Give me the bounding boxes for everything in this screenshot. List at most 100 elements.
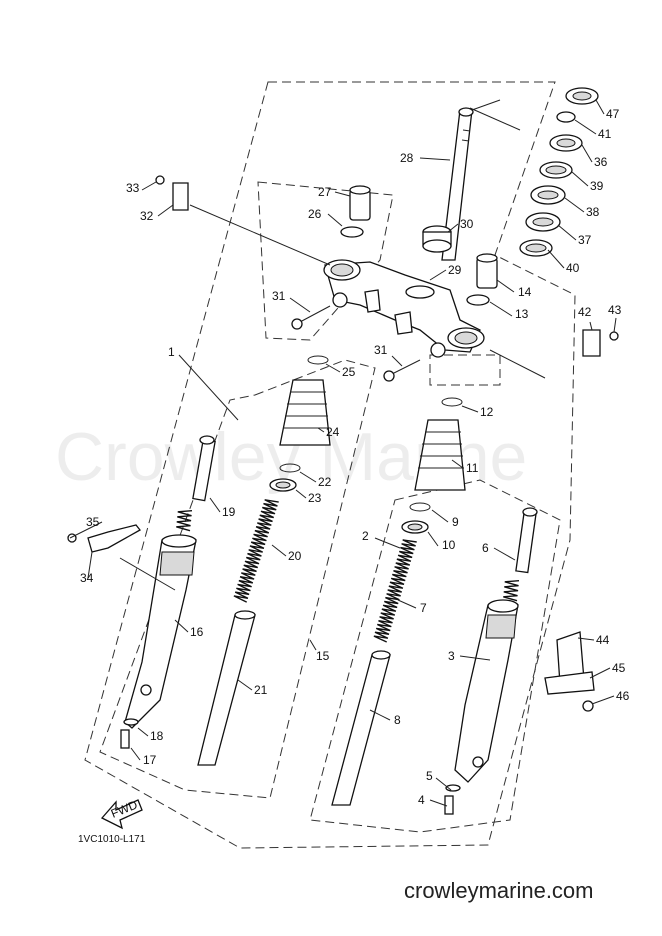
leader-line (595, 99, 605, 115)
pinch-bolts (291, 305, 421, 382)
callout: 1 (168, 345, 175, 359)
damper-rods (192, 435, 538, 574)
callout: 2 (362, 529, 369, 543)
bottom-bolts (120, 718, 461, 815)
callout: 26 (308, 207, 322, 221)
callout: 6 (482, 541, 489, 555)
callout: 10 (442, 538, 456, 552)
fwd-arrow-icon: FWD (100, 797, 143, 830)
callout: 16 (190, 625, 204, 639)
outline-upper-bracket (257, 181, 394, 341)
callout: 33 (126, 181, 140, 195)
callout: 17 (143, 753, 157, 767)
leader-line (571, 171, 589, 187)
leader-line (327, 213, 343, 227)
leader-line (334, 191, 351, 197)
leader-line (130, 747, 141, 761)
leader-line (189, 204, 331, 266)
site-url: crowleymarine.com (404, 878, 594, 903)
outline-left-fork (99, 359, 376, 799)
callout: 40 (566, 261, 580, 275)
leader-line (325, 363, 341, 373)
fork-caps (340, 185, 498, 306)
small-springs (176, 510, 520, 602)
leader-line (209, 497, 221, 513)
leader-line (471, 99, 501, 111)
callout: 13 (515, 307, 529, 321)
leader-line (591, 695, 615, 705)
callout: 31 (272, 289, 286, 303)
callout: 39 (590, 179, 604, 193)
inner-tubes (197, 610, 391, 806)
callout: 30 (460, 217, 474, 231)
leader-line (557, 224, 577, 241)
stem-collar (422, 225, 452, 253)
callout: 11 (466, 461, 479, 475)
leader-line (178, 354, 239, 421)
callout: 32 (140, 209, 154, 223)
leader-line (429, 269, 447, 281)
leader-line (299, 471, 317, 483)
leader-line (451, 459, 464, 469)
leader-line (489, 349, 546, 379)
callout: 4 (418, 793, 425, 807)
callout: 15 (316, 649, 330, 663)
leader-line (237, 679, 253, 691)
diagram-code: 1VC1010-L171 (78, 834, 146, 845)
leader-line (295, 489, 307, 499)
leader-line (397, 599, 417, 609)
leader-line (271, 544, 287, 557)
callout: 47 (606, 107, 620, 121)
leader-line (435, 777, 452, 791)
leader-line (447, 223, 459, 233)
leader-line (391, 355, 403, 367)
leader-line (577, 637, 595, 641)
callout: 3 (448, 649, 455, 663)
callout: 31 (374, 343, 388, 357)
callout: 14 (518, 285, 532, 299)
callout: 35 (86, 515, 100, 529)
leader-line (589, 667, 611, 679)
steering-stem (441, 107, 474, 261)
outline-right-bracket (429, 354, 501, 386)
callout: 23 (308, 491, 322, 505)
leader-line (374, 537, 401, 549)
leader-line (137, 727, 149, 737)
leader-lines (69, 99, 617, 807)
leader-line (429, 799, 448, 807)
leader-line (69, 521, 103, 539)
leader-line (289, 297, 311, 313)
leader-line (87, 551, 93, 579)
leader-line (174, 619, 189, 633)
callout: 20 (288, 549, 302, 563)
callout: 22 (318, 475, 332, 489)
leader-line (317, 427, 325, 433)
leader-line (613, 317, 617, 333)
callout: 19 (222, 505, 236, 519)
leader-line (309, 639, 317, 651)
oil-seals (269, 478, 429, 534)
leader-line (493, 547, 516, 561)
callout: 8 (394, 713, 401, 727)
outline-right-fork (309, 479, 561, 833)
dust-boots (279, 379, 466, 491)
callout: 46 (616, 689, 630, 703)
leader-line (547, 249, 565, 269)
callout: 36 (594, 155, 608, 169)
outer-tubes (124, 534, 519, 783)
callout: 37 (578, 233, 592, 247)
fork-springs (233, 499, 417, 643)
leader-line (564, 197, 585, 213)
bearing-stack (519, 87, 599, 257)
leader-line (431, 509, 449, 523)
callout: 45 (612, 661, 626, 675)
leader-line (157, 204, 174, 217)
leader-line (581, 144, 593, 163)
leader-line (427, 531, 439, 547)
leader-line (119, 557, 176, 591)
leader-line (489, 301, 513, 317)
leader-line (141, 181, 157, 191)
callout: 44 (596, 633, 610, 647)
leader-line (469, 107, 521, 131)
